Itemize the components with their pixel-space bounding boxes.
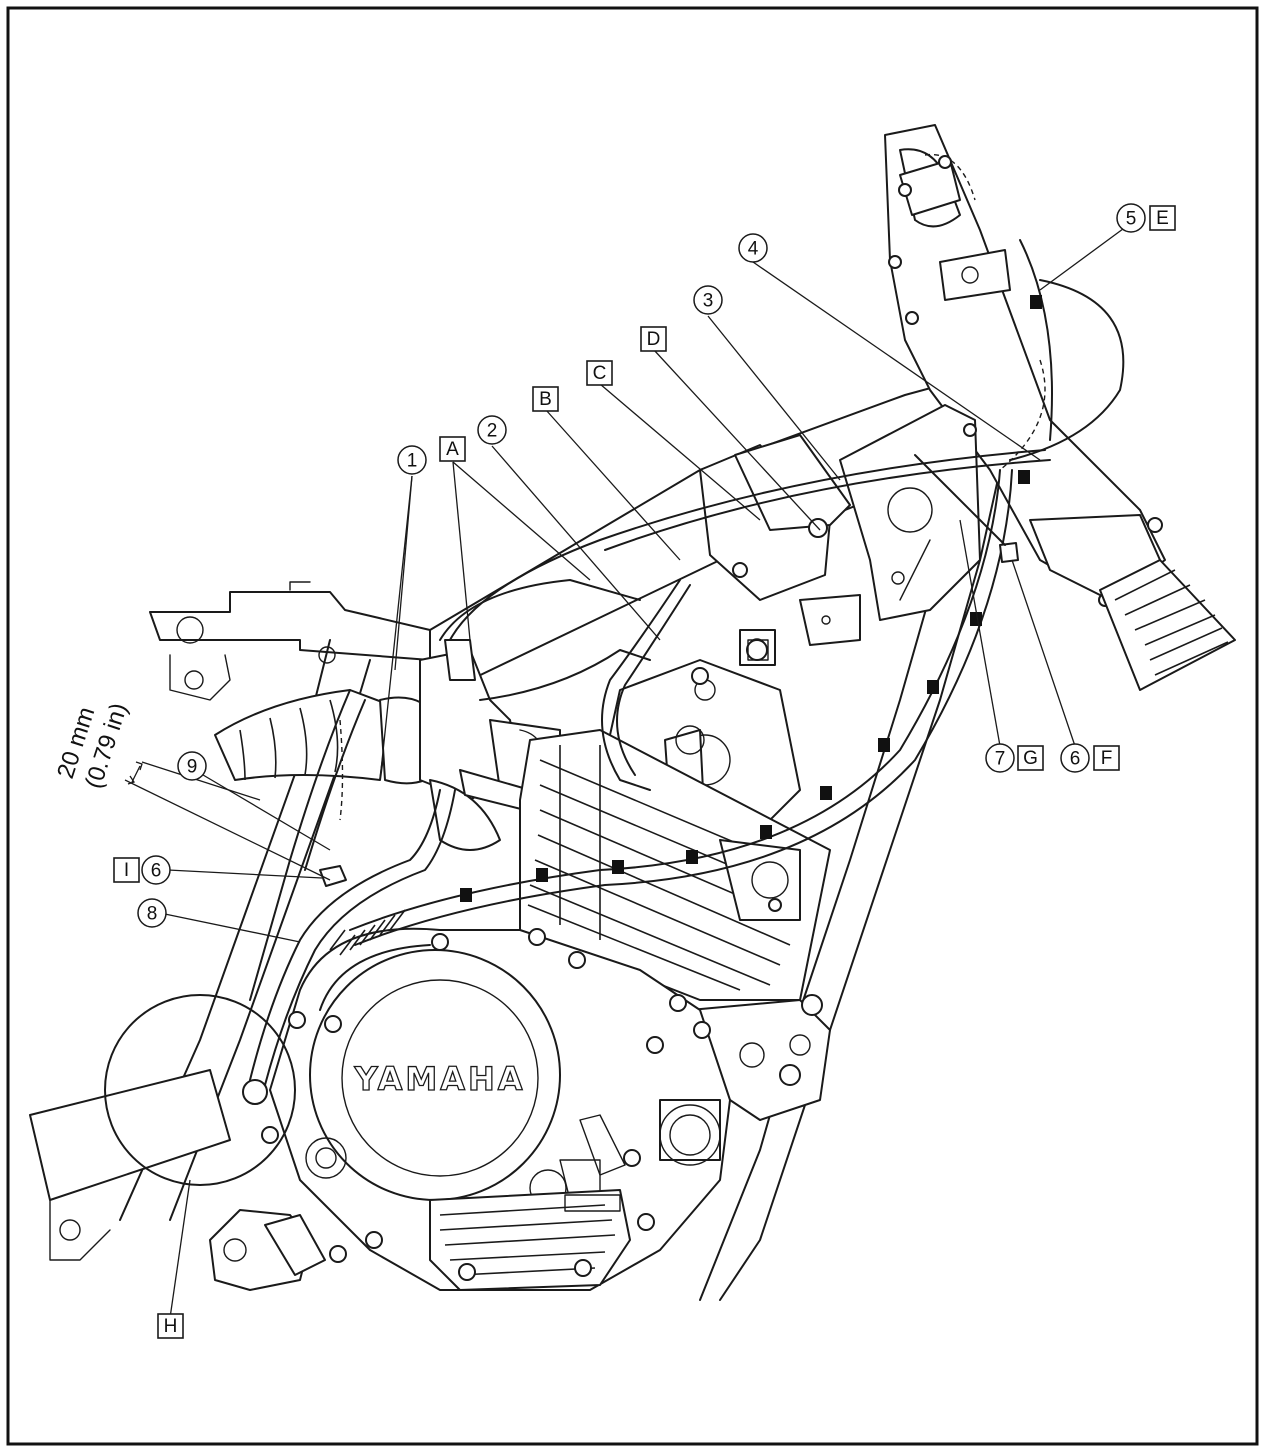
number-callout-3: 3 xyxy=(693,285,723,315)
svg-text:2: 2 xyxy=(487,421,498,442)
letter-callout-A: A xyxy=(439,436,466,462)
svg-text:A: A xyxy=(446,439,459,460)
letter-callout-E: E xyxy=(1149,205,1176,231)
detail-circle xyxy=(104,994,296,1186)
number-callout-6-lower: 6 xyxy=(141,855,171,885)
diagram-frame xyxy=(6,6,1259,1446)
svg-text:F: F xyxy=(1101,748,1113,769)
letter-callout-C: C xyxy=(586,360,613,386)
letter-callout-H: H xyxy=(157,1313,184,1339)
dimension-line-2 xyxy=(124,779,331,881)
svg-text:5: 5 xyxy=(1126,209,1137,230)
number-callout-7: 7 xyxy=(985,743,1015,773)
letter-callout-I: I xyxy=(113,857,140,883)
number-callout-4: 4 xyxy=(738,233,768,263)
steering-head xyxy=(839,124,1236,691)
cylinder-and-head xyxy=(519,639,831,1001)
svg-text:E: E xyxy=(1156,208,1169,229)
svg-text:D: D xyxy=(647,329,661,350)
number-callout-6-upper: 6 xyxy=(1060,743,1090,773)
hoses-and-cables xyxy=(249,239,1125,1086)
number-callout-2: 2 xyxy=(477,415,507,445)
letter-callout-D: D xyxy=(640,326,667,352)
intake-and-carburetor xyxy=(214,639,561,851)
letter-callout-G: G xyxy=(1017,745,1044,771)
svg-text:I: I xyxy=(124,860,129,881)
number-callout-8: 8 xyxy=(137,898,167,928)
clutch-cover: YAMAHA xyxy=(309,949,561,1201)
svg-text:6: 6 xyxy=(151,861,162,882)
svg-text:7: 7 xyxy=(995,749,1006,770)
letter-callout-B: B xyxy=(532,386,559,412)
svg-text:4: 4 xyxy=(748,239,759,260)
number-callout-1: 1 xyxy=(397,445,427,475)
letter-callout-F: F xyxy=(1093,745,1120,771)
dimension-line-1 xyxy=(141,761,261,801)
svg-text:G: G xyxy=(1023,748,1038,769)
number-callout-9: 9 xyxy=(177,751,207,781)
svg-text:8: 8 xyxy=(147,904,158,925)
svg-text:3: 3 xyxy=(703,291,714,312)
svg-text:6: 6 xyxy=(1070,749,1081,770)
svg-text:9: 9 xyxy=(187,757,198,778)
brand-logo: YAMAHA xyxy=(353,1060,525,1098)
svg-text:B: B xyxy=(539,389,552,410)
svg-text:C: C xyxy=(593,363,607,384)
frame-mounted-components xyxy=(699,434,861,666)
crankcase-bolts xyxy=(242,928,711,1281)
leader-lines xyxy=(159,225,1128,1319)
svg-text:H: H xyxy=(164,1316,178,1337)
svg-text:1: 1 xyxy=(407,451,418,472)
number-callout-5: 5 xyxy=(1116,203,1146,233)
dimension-arrow xyxy=(127,761,143,785)
